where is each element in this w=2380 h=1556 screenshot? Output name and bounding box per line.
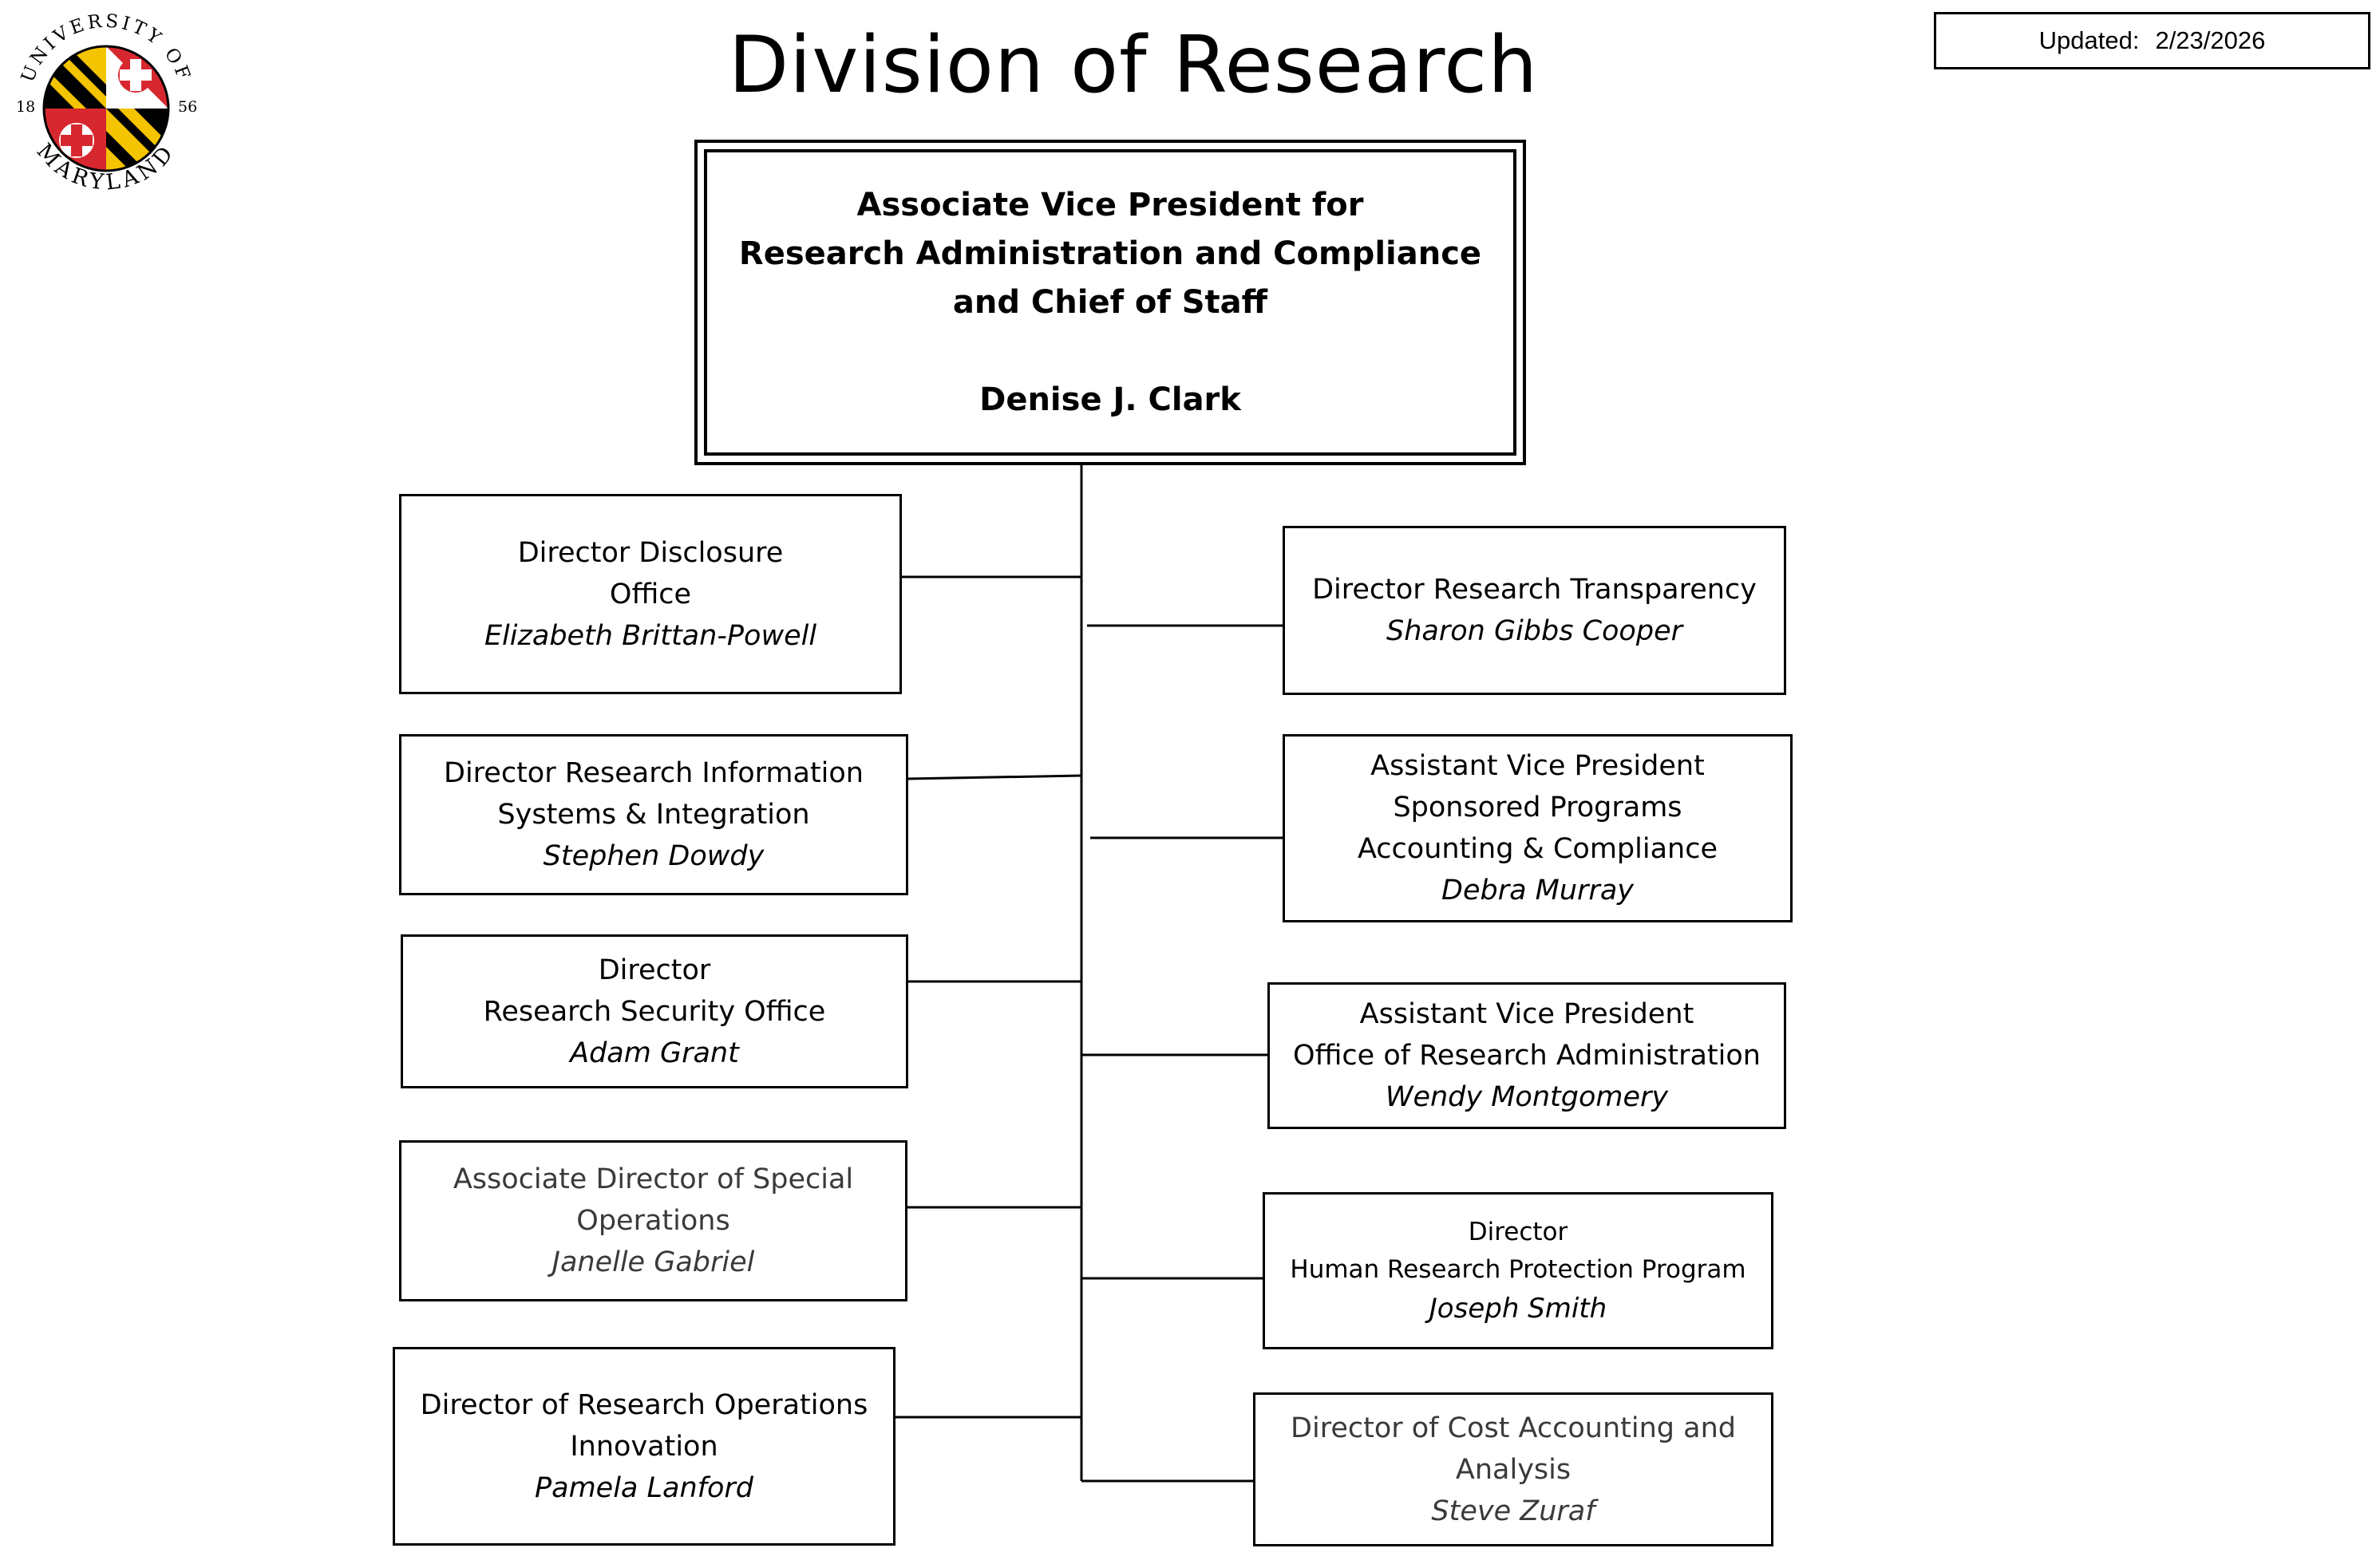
unit-title-line: Director Research Information — [444, 757, 864, 789]
unit-title-line: Analysis — [1455, 1453, 1572, 1486]
branch-left-2 — [907, 774, 1082, 780]
unit-title-line: Operations — [576, 1205, 730, 1237]
unit-title-line: Accounting & Compliance — [1357, 833, 1718, 865]
unit-title-line: Sponsored Programs — [1393, 792, 1682, 823]
org-box-office-of-research-administration: Assistant Vice President Office of Resea… — [1267, 982, 1786, 1129]
unit-title-line: Associate Director of Special — [453, 1163, 854, 1195]
top-person-name: Denise J. Clark — [979, 381, 1241, 418]
maryland-seal-icon: UNIVERSITY OF MARYLAND 18 56 — [16, 11, 197, 195]
updated-date: 2/23/2026 — [2155, 26, 2266, 54]
unit-title-line: Office — [609, 578, 692, 610]
top-position-inner: Associate Vice President for Research Ad… — [704, 149, 1516, 456]
org-box-sponsored-programs-accounting: Assistant Vice President Sponsored Progr… — [1283, 734, 1793, 922]
unit-title-line: Director — [1468, 1217, 1568, 1246]
page-title: Division of Research — [728, 20, 1539, 111]
top-title-line-1: Associate Vice President for — [856, 186, 1364, 223]
logo-year-right: 56 — [178, 98, 197, 116]
unit-person-name: Joseph Smith — [1429, 1292, 1607, 1325]
unit-title-line: Office of Research Administration — [1293, 1040, 1761, 1072]
org-box-research-information-systems: Director Research Information Systems & … — [399, 734, 908, 895]
unit-title-line: Director — [598, 954, 711, 986]
unit-title-line: Director of Research Operations — [420, 1388, 868, 1421]
org-box-research-operations-innovation: Director of Research Operations Innovati… — [393, 1347, 895, 1546]
unit-person-name: Adam Grant — [570, 1037, 739, 1069]
unit-person-name: Janelle Gabriel — [552, 1246, 755, 1278]
unit-title-line: Human Research Protection Program — [1290, 1254, 1746, 1284]
org-box-cost-accounting-analysis: Director of Cost Accounting and Analysis… — [1253, 1392, 1773, 1546]
updated-box: Updated: 2/23/2026 — [1934, 12, 2370, 69]
university-of-maryland-logo: UNIVERSITY OF MARYLAND 18 56 — [6, 11, 206, 203]
unit-title-line: Director of Cost Accounting and — [1291, 1412, 1736, 1444]
unit-person-name: Stephen Dowdy — [543, 840, 765, 872]
unit-title-line: Director Research Transparency — [1312, 574, 1757, 606]
unit-person-name: Debra Murray — [1441, 875, 1634, 906]
logo-year-left: 18 — [16, 98, 35, 116]
unit-person-name: Sharon Gibbs Cooper — [1386, 615, 1682, 647]
unit-title-line: Assistant Vice President — [1359, 998, 1694, 1030]
org-box-research-security-office: Director Research Security Office Adam G… — [401, 934, 908, 1088]
top-title-line-3: and Chief of Staff — [952, 283, 1268, 321]
unit-person-name: Steve Zuraf — [1431, 1495, 1595, 1527]
maryland-flag-globe — [42, 45, 170, 172]
unit-title-line: Research Security Office — [483, 995, 826, 1028]
unit-title-line: Director Disclosure — [517, 536, 784, 569]
unit-title-line: Systems & Integration — [497, 799, 810, 831]
updated-label: Updated: — [2038, 26, 2140, 54]
org-box-special-operations: Associate Director of Special Operations… — [399, 1140, 907, 1301]
unit-title-line: Innovation — [570, 1430, 718, 1463]
unit-person-name: Pamela Lanford — [535, 1471, 753, 1504]
unit-title-line: Assistant Vice President — [1370, 750, 1705, 782]
unit-person-name: Elizabeth Brittan-Powell — [484, 619, 817, 652]
org-box-disclosure-office: Director Disclosure Office Elizabeth Bri… — [399, 494, 902, 694]
org-box-research-transparency: Director Research Transparency Sharon Gi… — [1283, 526, 1786, 695]
org-box-human-research-protection: Director Human Research Protection Progr… — [1263, 1192, 1773, 1349]
top-position-box: Associate Vice President for Research Ad… — [694, 140, 1526, 465]
top-title-line-2: Research Administration and Compliance — [738, 235, 1482, 272]
unit-person-name: Wendy Montgomery — [1385, 1081, 1669, 1113]
